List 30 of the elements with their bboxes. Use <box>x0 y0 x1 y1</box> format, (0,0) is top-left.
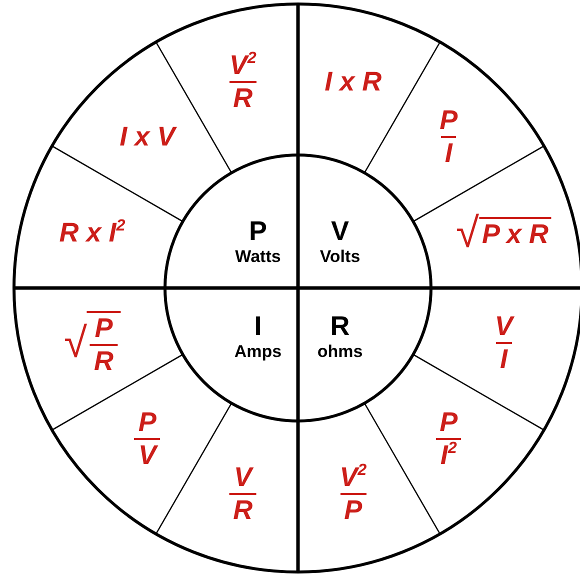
denominator-text: P <box>340 492 366 524</box>
numerator-text: P <box>438 408 459 438</box>
numerator-text: V$^{2}$ <box>228 52 258 82</box>
formula-text: R x I$^{2}$ <box>59 219 126 246</box>
quantity-symbol: R <box>329 312 351 342</box>
quantity-symbol: P <box>248 217 268 247</box>
unit-label: ohms <box>317 342 363 362</box>
denominator-text: R <box>90 344 118 376</box>
formula-text: P x R <box>479 217 552 248</box>
denominator-text: R <box>229 492 257 524</box>
unit-label: Amps <box>234 342 282 362</box>
formula-text: I x R <box>324 68 382 96</box>
root-sign: √ <box>456 212 479 254</box>
numerator-text: V <box>232 464 254 493</box>
quantity-symbol: I <box>253 312 263 342</box>
quantity-symbol: V <box>330 217 350 247</box>
numerator-text: V$^{2}$ <box>338 464 368 493</box>
denominator-text: I$^{2}$ <box>436 438 461 469</box>
denominator-text: I <box>496 342 512 374</box>
numerator-text: P <box>94 315 114 344</box>
denominator-text: I <box>440 136 456 168</box>
unit-label: Watts <box>235 246 281 267</box>
numerator-text: V <box>494 313 516 342</box>
root-sign: √ <box>64 322 88 364</box>
unit-label: Volts <box>320 246 360 267</box>
numerator-text: P <box>137 408 158 438</box>
formula-text: I x V <box>120 124 176 151</box>
denominator-text: R <box>229 81 257 112</box>
numerator-text: P <box>438 107 459 136</box>
denominator-text: V <box>134 438 160 469</box>
